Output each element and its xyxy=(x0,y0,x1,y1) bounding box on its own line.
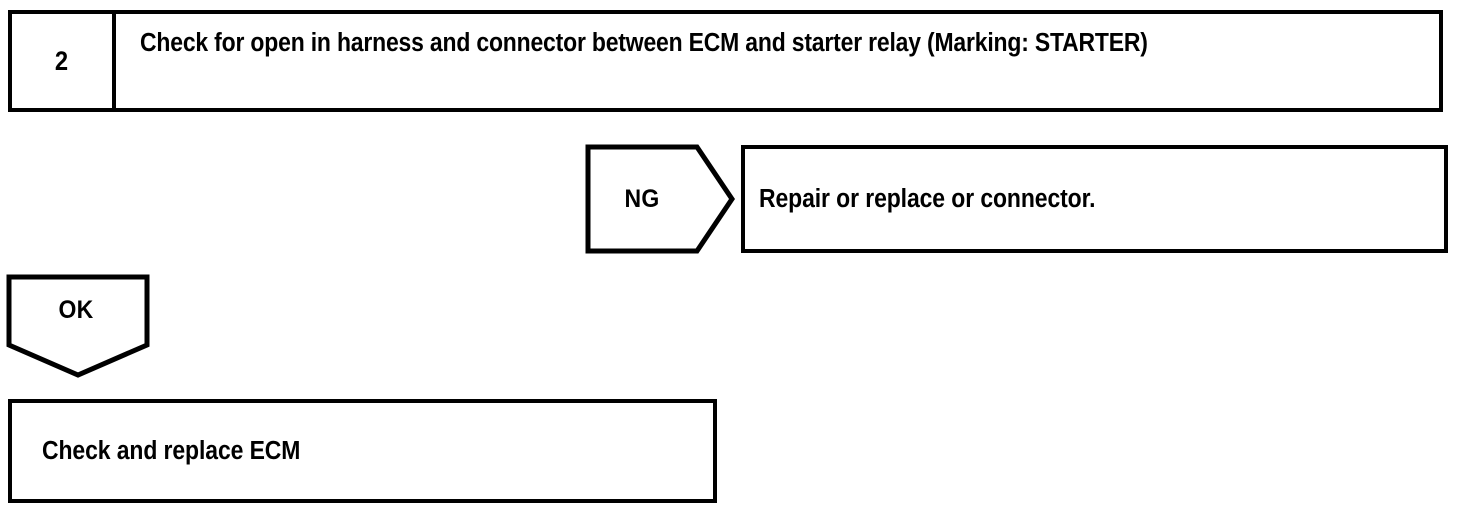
ng-branch-label: NG xyxy=(590,144,695,254)
ng-result-text: Repair or replace or connector. xyxy=(759,184,1096,213)
final-action-box: Check and replace ECM xyxy=(8,399,717,503)
ok-arrow-shape xyxy=(6,274,150,379)
ng-arrow-shape xyxy=(585,144,735,254)
ng-label-text: NG xyxy=(624,184,660,213)
step-number-text: 2 xyxy=(55,45,69,76)
ng-result-box: Repair or replace or connector. xyxy=(741,145,1448,253)
step-description-text: Check for open in harness and connector … xyxy=(140,29,1148,57)
step-header-table: 2 Check for open in harness and connecto… xyxy=(8,10,1443,112)
final-action-text: Check and replace ECM xyxy=(42,436,301,465)
step-number-cell: 2 xyxy=(12,14,116,108)
step-description-cell: Check for open in harness and connector … xyxy=(120,14,1439,108)
ok-branch-label: OK xyxy=(12,274,141,346)
ok-label-text: OK xyxy=(58,295,94,324)
